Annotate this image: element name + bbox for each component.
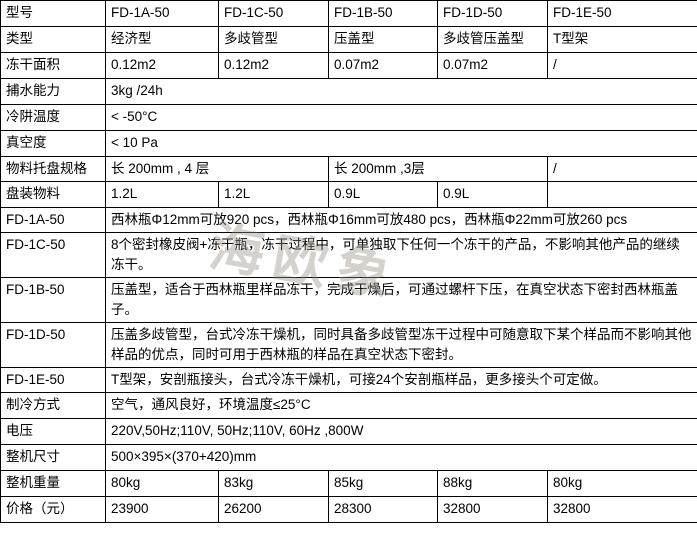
row-desc-fd1c: FD-1C-50 8个密封橡皮阀+冻干瓶，冻干过程中，可单独取下任何一个冻干的产… [0, 232, 697, 278]
type-cell: 多歧管型 [218, 26, 329, 53]
desc-text: T型架，安剖瓶接头，台式冷冻干燥机，可接24个安剖瓶样品，更多接头个可定做。 [105, 367, 697, 393]
tray-slash-value: / [547, 156, 697, 182]
row-tray: 物料托盘规格 长 200mm , 4 层 长 200mm ,3层 / [0, 156, 697, 182]
row-volume: 盘装物料 1.2L 1.2L 0.9L 0.9L [0, 181, 697, 208]
price-cell: 32800 [437, 496, 548, 523]
row-capture: 捕水能力 3kg /24h [0, 78, 697, 105]
row-voltage-label: 电压 [0, 418, 106, 445]
row-cooling: 制冷方式 空气，通风良好，环境温度≤25°C [0, 392, 697, 419]
volume-cell: 1.2L [218, 181, 329, 208]
size-value: 500×395×(370+420)mm [105, 444, 697, 471]
desc-text: 西林瓶Φ12mm可放920 pcs，西林瓶Φ16mm可放480 pcs，西林瓶Φ… [105, 207, 697, 233]
price-cell: 26200 [218, 496, 329, 523]
desc-label: FD-1D-50 [0, 322, 106, 368]
type-cell: T型架 [547, 26, 697, 53]
row-area-label: 冻干面积 [0, 52, 106, 79]
row-voltage: 电压 220V,50Hz;110V, 50Hz;110V, 60Hz ,800W [0, 418, 697, 445]
row-size: 整机尺寸 500×395×(370+420)mm [0, 444, 697, 471]
row-size-label: 整机尺寸 [0, 444, 106, 471]
model-cell: FD-1A-50 [105, 0, 219, 27]
weight-cell: 80kg [105, 470, 219, 497]
type-cell: 多歧管压盖型 [437, 26, 548, 53]
model-cell: FD-1B-50 [328, 0, 438, 27]
area-cell: / [547, 52, 697, 79]
type-cell: 压盖型 [328, 26, 438, 53]
weight-cell: 83kg [218, 470, 329, 497]
vacuum-value: < 10 Pa [105, 130, 697, 157]
trap-value: < -50°C [105, 104, 697, 131]
area-cell: 0.07m2 [328, 52, 438, 79]
desc-label: FD-1A-50 [0, 207, 106, 233]
weight-cell: 88kg [437, 470, 548, 497]
desc-text: 压盖型，适合于西林瓶里样品冻干，完成干燥后，可通过螺杆下压，在真空状态下密封西林… [105, 277, 697, 323]
desc-label: FD-1B-50 [0, 277, 106, 323]
row-area: 冻干面积 0.12m2 0.12m2 0.07m2 0.07m2 / [0, 52, 697, 79]
cooling-value: 空气，通风良好，环境温度≤25°C [105, 392, 697, 419]
row-weight: 整机重量 80kg 83kg 85kg 88kg 80kg [0, 470, 697, 497]
price-cell: 32800 [547, 496, 697, 523]
row-volume-label: 盘装物料 [0, 181, 106, 208]
weight-cell: 85kg [328, 470, 438, 497]
area-cell: 0.07m2 [437, 52, 548, 79]
row-price-label: 价格（元） [0, 496, 106, 523]
row-tray-label: 物料托盘规格 [0, 156, 106, 182]
desc-text: 压盖多歧管型，台式冷冻干燥机，同时具备多歧管型冻干过程中可随意取下某个样品而不影… [105, 322, 697, 368]
row-desc-fd1b: FD-1B-50 压盖型，适合于西林瓶里样品冻干，完成干燥后，可通过螺杆下压，在… [0, 277, 697, 323]
row-type: 类型 经济型 多歧管型 压盖型 多歧管压盖型 T型架 [0, 26, 697, 53]
desc-label: FD-1C-50 [0, 232, 106, 278]
row-weight-label: 整机重量 [0, 470, 106, 497]
row-cooling-label: 制冷方式 [0, 392, 106, 419]
spec-table: 型号 FD-1A-50 FD-1C-50 FD-1B-50 FD-1D-50 F… [0, 0, 697, 523]
desc-label: FD-1E-50 [0, 367, 106, 393]
price-cell: 23900 [105, 496, 219, 523]
row-capture-label: 捕水能力 [0, 78, 106, 105]
capture-value: 3kg /24h [105, 78, 697, 105]
volume-cell [547, 181, 697, 208]
row-vacuum-label: 真空度 [0, 130, 106, 157]
voltage-value: 220V,50Hz;110V, 50Hz;110V, 60Hz ,800W [105, 418, 697, 445]
volume-cell: 1.2L [105, 181, 219, 208]
volume-cell: 0.9L [437, 181, 548, 208]
row-model-label: 型号 [0, 0, 106, 27]
desc-text: 8个密封橡皮阀+冻干瓶，冻干过程中，可单独取下任何一个冻干的产品，不影响其他产品… [105, 232, 697, 278]
tray-right-value: 长 200mm ,3层 [328, 156, 548, 182]
area-cell: 0.12m2 [218, 52, 329, 79]
volume-cell: 0.9L [328, 181, 438, 208]
weight-cell: 80kg [547, 470, 697, 497]
model-cell: FD-1C-50 [218, 0, 329, 27]
row-trap-label: 冷阱温度 [0, 104, 106, 131]
row-type-label: 类型 [0, 26, 106, 53]
row-price: 价格（元） 23900 26200 28300 32800 32800 [0, 496, 697, 523]
price-cell: 28300 [328, 496, 438, 523]
area-cell: 0.12m2 [105, 52, 219, 79]
model-cell: FD-1D-50 [437, 0, 548, 27]
row-desc-fd1d: FD-1D-50 压盖多歧管型，台式冷冻干燥机，同时具备多歧管型冻干过程中可随意… [0, 322, 697, 368]
row-model: 型号 FD-1A-50 FD-1C-50 FD-1B-50 FD-1D-50 F… [0, 0, 697, 27]
model-cell: FD-1E-50 [547, 0, 697, 27]
row-vacuum: 真空度 < 10 Pa [0, 130, 697, 157]
row-desc-fd1e: FD-1E-50 T型架，安剖瓶接头，台式冷冻干燥机，可接24个安剖瓶样品，更多… [0, 367, 697, 393]
tray-left-value: 长 200mm , 4 层 [105, 156, 329, 182]
type-cell: 经济型 [105, 26, 219, 53]
row-desc-fd1a: FD-1A-50 西林瓶Φ12mm可放920 pcs，西林瓶Φ16mm可放480… [0, 207, 697, 233]
row-trap: 冷阱温度 < -50°C [0, 104, 697, 131]
